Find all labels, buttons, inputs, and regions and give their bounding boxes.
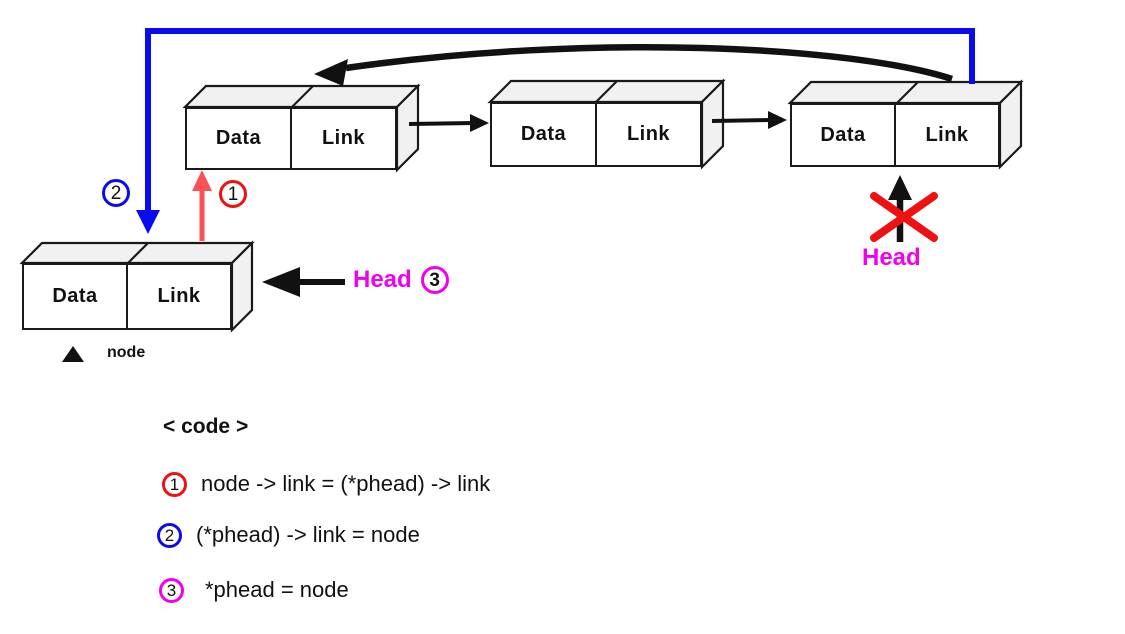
arrow-node2-to-node3 bbox=[711, 111, 787, 129]
newnode-link-cell: Link bbox=[128, 265, 230, 328]
node-caption: node bbox=[107, 344, 146, 361]
head-label-old: Head bbox=[862, 244, 921, 272]
code-line2-text: (*phead) -> link = node bbox=[196, 522, 420, 547]
code-line3-text: *phead = node bbox=[205, 577, 349, 602]
arrow-node3-link-to-node1 bbox=[314, 43, 953, 86]
node-box-3: Data Link bbox=[790, 103, 1000, 167]
node-box-1: Data Link bbox=[185, 107, 397, 170]
newnode-data-cell: Data bbox=[24, 265, 128, 328]
node1-3d-faces bbox=[182, 83, 421, 173]
code-step3-marker: 3 bbox=[159, 577, 184, 603]
head-old-text: Head bbox=[862, 244, 921, 271]
new-node-box: Data Link bbox=[22, 263, 232, 330]
node3-link-label: Link bbox=[925, 123, 969, 146]
red-x-cross bbox=[870, 192, 938, 242]
node1-data-label: Data bbox=[215, 127, 262, 149]
node3-data-label: Data bbox=[820, 123, 866, 146]
code-step1-marker: 1 bbox=[162, 471, 187, 497]
node1-link-label: Link bbox=[321, 127, 366, 149]
head-label-new: Head 3 bbox=[353, 266, 449, 294]
step3-marker: 3 bbox=[420, 266, 449, 294]
step2-marker: 2 bbox=[102, 179, 130, 207]
node-marker-triangle bbox=[62, 346, 84, 362]
code-step2-marker: 2 bbox=[157, 522, 182, 548]
step1-marker: 1 bbox=[219, 180, 247, 208]
node2-link-cell: Link bbox=[597, 104, 700, 165]
node1-link-cell: Link bbox=[292, 109, 395, 168]
code-line1-text: node -> link = (*phead) -> link bbox=[201, 471, 491, 496]
head-new-text: Head bbox=[353, 266, 412, 293]
node1-data-cell: Data bbox=[187, 109, 292, 168]
code-title: < code > bbox=[163, 415, 249, 438]
node-box-2: Data Link bbox=[490, 102, 702, 167]
arrow-node1-to-node2 bbox=[408, 114, 489, 132]
newnode-data-label: Data bbox=[52, 285, 98, 307]
code-line-2: 2 (*phead) -> link = node bbox=[157, 522, 420, 548]
code-line-1: 1 node -> link = (*phead) -> link bbox=[162, 471, 490, 497]
code-line-3: 3 *phead = node bbox=[159, 577, 349, 603]
head-to-newnode-arrow bbox=[262, 267, 345, 297]
node2-data-label: Data bbox=[520, 123, 567, 145]
node3-link-cell: Link bbox=[896, 105, 998, 165]
node2-3d-faces bbox=[487, 78, 726, 170]
node3-data-cell: Data bbox=[792, 105, 896, 165]
blue-head-link-path bbox=[136, 28, 975, 234]
node3-3d-faces bbox=[787, 79, 1024, 170]
red-newnode-link-arrow bbox=[192, 170, 212, 241]
node2-link-label: Link bbox=[626, 123, 671, 145]
node2-data-cell: Data bbox=[492, 104, 597, 165]
newnode-link-label: Link bbox=[157, 285, 201, 307]
